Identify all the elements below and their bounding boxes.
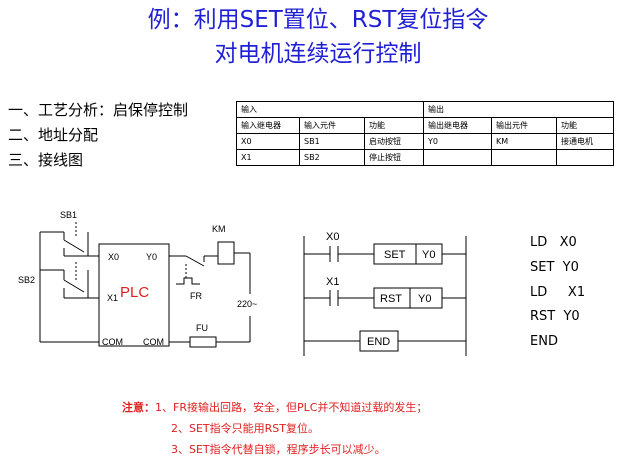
notes-label: 注意： — [122, 401, 155, 414]
note-item: 2、SET指令只能用RST复位。 — [171, 422, 319, 435]
table-row: X1 SB2 停止按钮 — [236, 149, 614, 166]
instruction-line: LD X1 — [530, 285, 586, 300]
instruction-line: LD X0 — [530, 235, 577, 250]
sb2-label: SB2 — [18, 275, 35, 285]
x0-label: X0 — [108, 252, 119, 262]
km-coil — [217, 241, 235, 265]
plc-label: PLC — [120, 284, 149, 301]
ladder-x1-label: X1 — [326, 276, 339, 288]
table-cell — [556, 149, 614, 166]
title-line-1: 例：利用SET置位、RST复位指令 — [147, 7, 489, 33]
table-cell: 接通电机 — [556, 133, 614, 150]
steps-list: 一、工艺分析：启保停控制 二、地址分配 三、接线图 — [8, 98, 188, 173]
rst-y0-label: Y0 — [418, 293, 431, 305]
y0-label: Y0 — [146, 252, 157, 262]
plc-box — [98, 243, 170, 347]
com-left-label: COM — [102, 337, 123, 347]
step-2: 二、地址分配 — [8, 126, 99, 144]
x1-label: X1 — [107, 293, 118, 303]
note-item: 1、FR接输出回路，安全，但PLC并不知道过载的发生； — [155, 401, 428, 414]
ladder-x0-label: X0 — [326, 231, 339, 243]
fu-label: FU — [196, 323, 208, 333]
com-right-label: COM — [143, 337, 164, 347]
set-y0-label: Y0 — [422, 249, 435, 261]
instruction-line: END — [530, 334, 558, 349]
wiring-diagram — [39, 222, 251, 348]
step-1: 一、工艺分析：启保停控制 — [8, 101, 189, 119]
sb1-switch-blade — [63, 239, 85, 253]
table-row: X0 SB1 启动按钮 Y0 KM 接通电机 — [236, 133, 614, 150]
note-item: 3、SET指令代替自锁，程序步长可以减少。 — [171, 443, 386, 456]
fr-thermal-relay — [176, 277, 200, 285]
fu-fuse — [189, 336, 217, 348]
ladder-diagram — [303, 236, 467, 356]
instruction-line: RST Y0 — [530, 309, 580, 324]
end-label: END — [367, 336, 390, 348]
rst-label: RST — [380, 293, 402, 305]
km-contact — [185, 255, 205, 267]
km-label: KM — [212, 224, 226, 234]
set-label: SET — [384, 249, 406, 261]
sb1-label: SB1 — [60, 210, 77, 220]
title-line-2: 对电机连续运行控制 — [214, 41, 422, 67]
step-3: 三、接线图 — [8, 151, 84, 169]
instruction-line: SET Y0 — [530, 260, 579, 275]
voltage-label: 220~ — [237, 299, 257, 309]
fr-label: FR — [190, 291, 202, 301]
io-allocation-table: 输入 输出 输入继电器 输入元件 功能 输出继电器 输出元件 功能 X0 SB1… — [236, 101, 614, 166]
sb2-switch-blade — [63, 279, 85, 293]
